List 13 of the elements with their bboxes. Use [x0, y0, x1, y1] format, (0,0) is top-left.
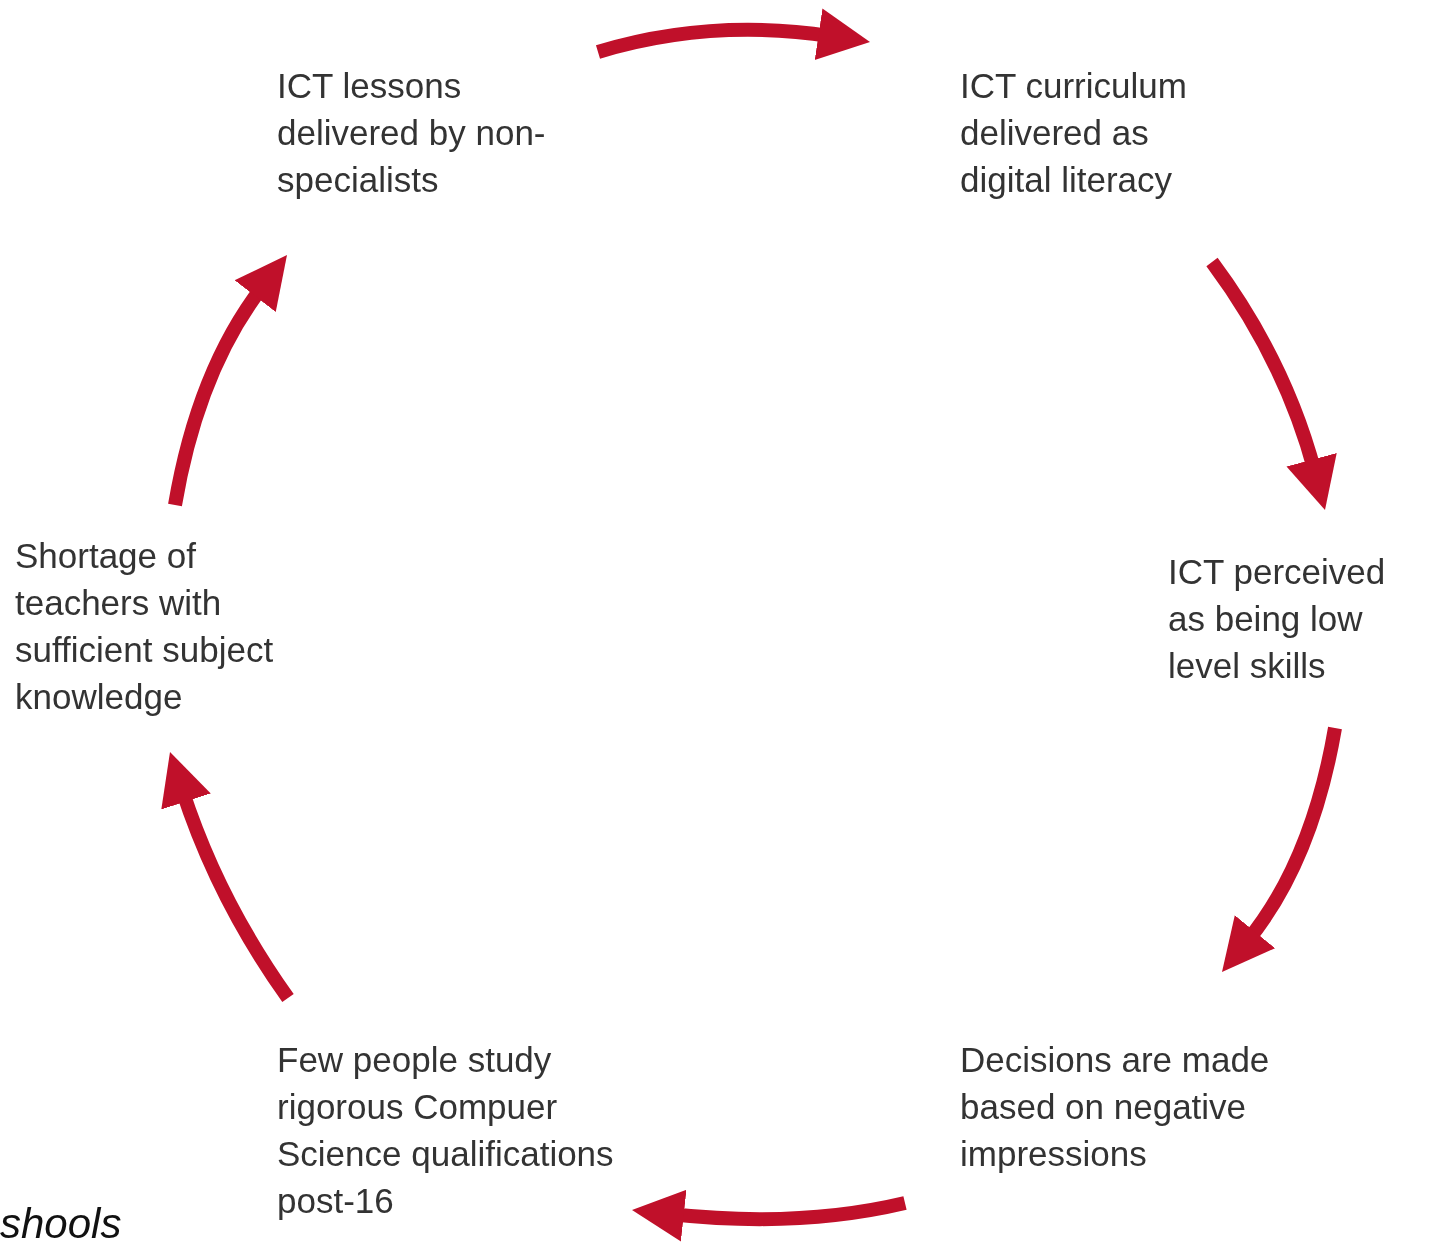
curved-arrow: [596, 8, 871, 61]
cycle-step-text: Few people study rigorous Compuer Science qualifications post-16: [277, 1036, 662, 1224]
cycle-step-text: Shortage of teachers with sufficient subject knowledge: [15, 532, 307, 720]
curved-arrow: [168, 254, 287, 507]
cycle-step-text: ICT perceived as being low level skills: [1168, 548, 1430, 689]
curved-arrow: [1206, 257, 1337, 510]
curved-arrow: [161, 752, 294, 1002]
cycle-step-text: ICT lessons delivered by non-specialists: [277, 62, 549, 203]
cycle-step-text: Decisions are made based on negative impressions: [960, 1036, 1340, 1177]
curved-arrow: [631, 1189, 907, 1242]
curved-arrow: [1222, 726, 1342, 973]
caption-fragment: shools: [0, 1200, 122, 1248]
cycle-step-text: ICT curriculum delivered as digital literacy: [960, 62, 1240, 203]
